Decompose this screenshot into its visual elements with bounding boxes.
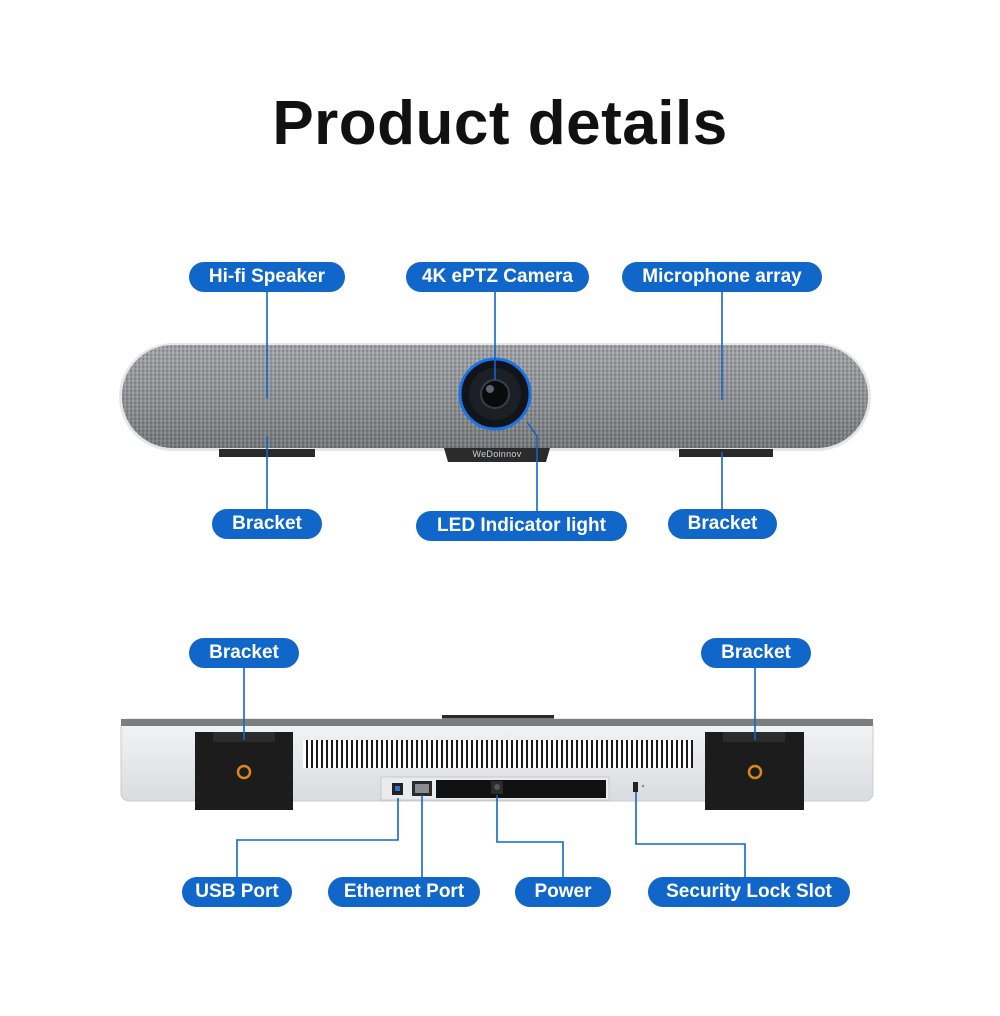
back-connectors: [236, 668, 756, 877]
soundbar-front: [119, 343, 871, 462]
label-4k-eptz-camera: 4K ePTZ Camera: [406, 262, 589, 292]
ethernet-port-icon: [412, 781, 432, 796]
label-bracket-back-left: Bracket: [189, 638, 299, 668]
label-bracket-front-left: Bracket: [212, 509, 322, 539]
bracket-back-left: [195, 732, 293, 810]
vent-grille: [303, 740, 693, 768]
label-microphone-array: Microphone array: [622, 262, 822, 292]
front-connectors: [266, 292, 723, 512]
brand-plate: [444, 448, 550, 462]
label-security-lock-slot: Security Lock Slot: [648, 877, 850, 907]
label-led-indicator-light: LED Indicator light: [416, 511, 627, 541]
label-usb-port: USB Port: [182, 877, 292, 907]
label-bracket-front-right: Bracket: [668, 509, 777, 539]
label-power: Power: [515, 877, 611, 907]
security-lock-slot-icon: [633, 782, 645, 792]
bracket-front-right: [679, 449, 773, 457]
bracket-back-right: [705, 732, 804, 810]
power-port-icon: [491, 781, 503, 794]
usb-port-icon: [392, 783, 403, 795]
page-title: Product details: [272, 89, 728, 158]
label-ethernet-port: Ethernet Port: [328, 877, 480, 907]
camera-lens-icon: [458, 357, 532, 431]
label-bracket-back-right: Bracket: [701, 638, 811, 668]
brand-logo: WeDoinnov: [472, 449, 522, 459]
soundbar-back: [120, 715, 874, 810]
port-panel: [380, 776, 610, 801]
label-hifi-speaker: Hi-fi Speaker: [189, 262, 345, 292]
